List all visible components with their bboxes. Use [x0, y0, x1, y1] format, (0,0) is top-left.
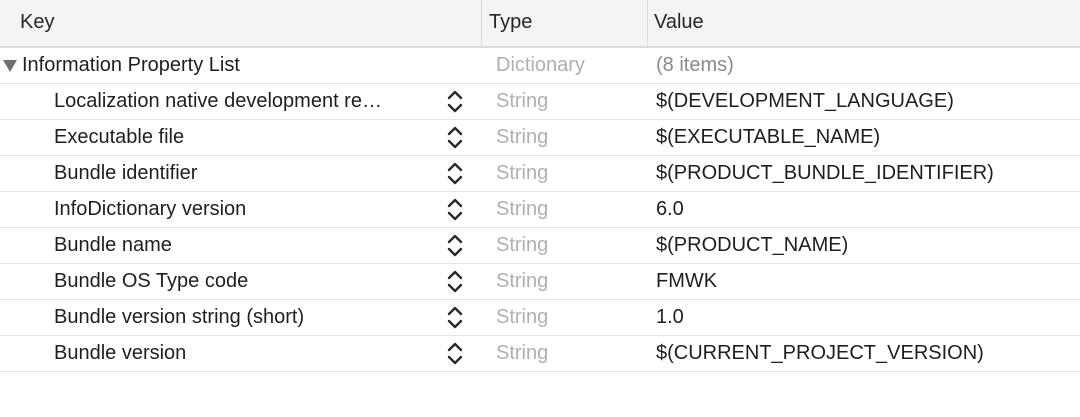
property-row[interactable]: Bundle version String $(CURRENT_PROJECT_…: [0, 336, 1080, 372]
key-column-header[interactable]: Key: [20, 11, 55, 33]
value-column-header[interactable]: Value: [654, 11, 704, 33]
root-row[interactable]: Information Property List Dictionary (8 …: [0, 48, 1080, 84]
column-divider[interactable]: [647, 0, 648, 46]
property-type[interactable]: String: [496, 198, 549, 220]
up-down-chevron-icon[interactable]: [444, 195, 466, 224]
up-down-chevron-icon[interactable]: [444, 267, 466, 296]
property-type[interactable]: String: [496, 162, 549, 184]
property-key[interactable]: Bundle identifier: [54, 162, 198, 184]
property-value[interactable]: $(PRODUCT_NAME): [656, 234, 849, 256]
root-type[interactable]: Dictionary: [496, 54, 585, 76]
up-down-chevron-icon[interactable]: [444, 339, 466, 368]
property-key[interactable]: Bundle version: [54, 342, 187, 364]
property-row[interactable]: Localization native development re… Stri…: [0, 84, 1080, 120]
disclosure-triangle-down-icon[interactable]: [2, 48, 20, 83]
type-column-header[interactable]: Type: [489, 11, 533, 33]
property-value[interactable]: 6.0: [656, 198, 684, 220]
property-rows: Localization native development re… Stri…: [0, 84, 1080, 372]
property-value[interactable]: $(PRODUCT_BUNDLE_IDENTIFIER): [656, 162, 994, 184]
property-value[interactable]: $(DEVELOPMENT_LANGUAGE): [656, 90, 954, 112]
column-divider[interactable]: [481, 0, 482, 46]
property-row[interactable]: Bundle identifier String $(PRODUCT_BUNDL…: [0, 156, 1080, 192]
property-key[interactable]: Bundle OS Type code: [54, 270, 249, 292]
property-row[interactable]: InfoDictionary version String 6.0: [0, 192, 1080, 228]
property-type[interactable]: String: [496, 270, 549, 292]
property-value[interactable]: $(CURRENT_PROJECT_VERSION): [656, 342, 984, 364]
up-down-chevron-icon[interactable]: [444, 231, 466, 260]
root-key: Information Property List: [22, 54, 240, 76]
property-value[interactable]: $(EXECUTABLE_NAME): [656, 126, 881, 148]
property-row[interactable]: Executable file String $(EXECUTABLE_NAME…: [0, 120, 1080, 156]
property-row[interactable]: Bundle version string (short) String 1.0: [0, 300, 1080, 336]
property-type[interactable]: String: [496, 342, 549, 364]
property-type[interactable]: String: [496, 126, 549, 148]
property-row[interactable]: Bundle OS Type code String FMWK: [0, 264, 1080, 300]
up-down-chevron-icon[interactable]: [444, 303, 466, 332]
property-key[interactable]: Executable file: [54, 126, 185, 148]
column-header: Key Type Value: [0, 0, 1080, 48]
property-list-editor: Key Type Value Information Property List…: [0, 0, 1080, 372]
property-type[interactable]: String: [496, 90, 549, 112]
property-key[interactable]: Localization native development re…: [54, 90, 382, 112]
property-key[interactable]: InfoDictionary version: [54, 198, 247, 220]
property-value[interactable]: FMWK: [656, 270, 718, 292]
property-type[interactable]: String: [496, 234, 549, 256]
root-value: (8 items): [656, 54, 734, 76]
up-down-chevron-icon[interactable]: [444, 123, 466, 152]
property-key[interactable]: Bundle name: [54, 234, 172, 256]
property-row[interactable]: Bundle name String $(PRODUCT_NAME): [0, 228, 1080, 264]
up-down-chevron-icon[interactable]: [444, 159, 466, 188]
property-key[interactable]: Bundle version string (short): [54, 306, 305, 328]
property-type[interactable]: String: [496, 306, 549, 328]
property-value[interactable]: 1.0: [656, 306, 684, 328]
up-down-chevron-icon[interactable]: [444, 87, 466, 116]
